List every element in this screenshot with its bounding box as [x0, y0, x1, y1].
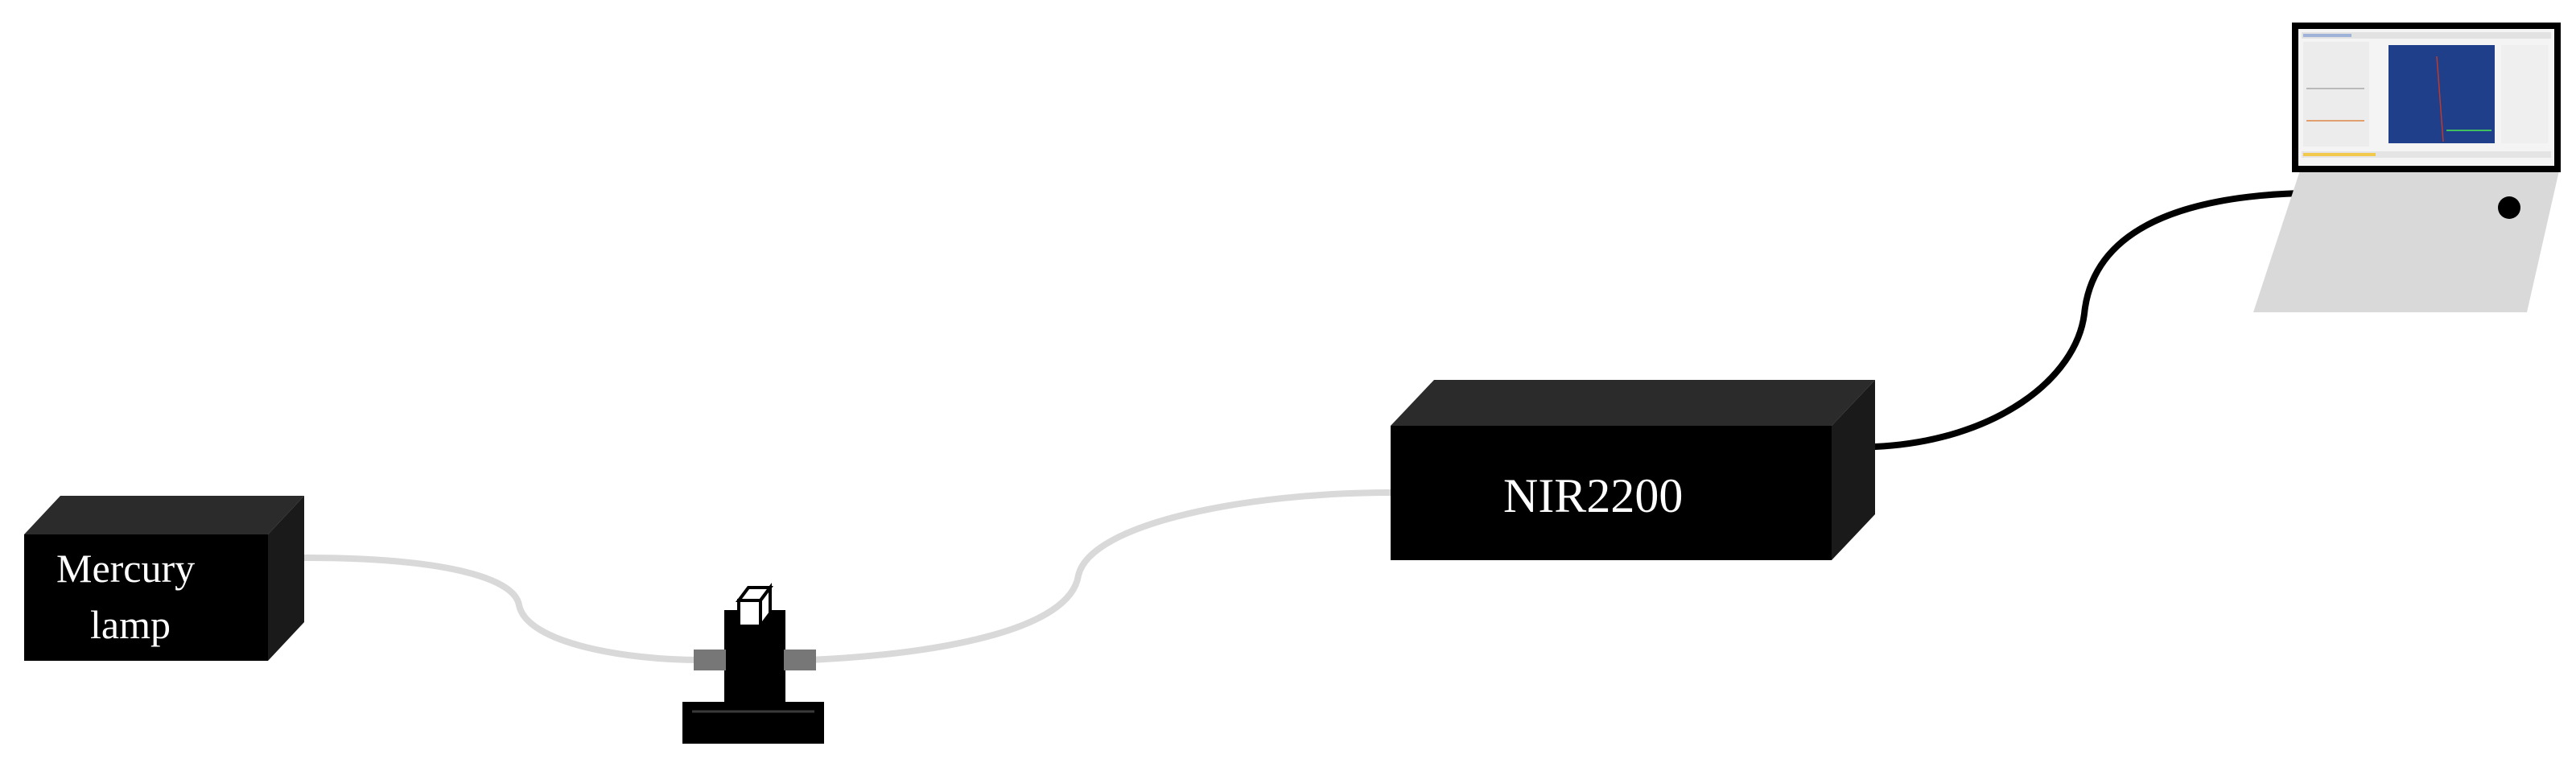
spectrometer-label: NIR2200 — [1503, 469, 1683, 522]
lamp-box-front — [24, 534, 268, 661]
screen-spectrum-plot — [2388, 45, 2495, 143]
optical-fiber-holder-to-spectrometer — [806, 489, 1394, 663]
screen-statusbar — [2302, 151, 2551, 158]
screen-toolbar — [2302, 32, 2551, 39]
laptop — [2253, 23, 2561, 312]
screen-toolbar-accent — [2303, 34, 2351, 37]
lamp-box-top — [24, 496, 304, 534]
lamp-label-line1: Mercury — [56, 546, 195, 591]
spectrometer-box-front — [1391, 426, 1832, 560]
laptop-keyboard-base — [2253, 171, 2559, 312]
screen-sidebar — [2303, 42, 2369, 146]
spectrometer-box-side — [1832, 380, 1875, 560]
screen-plot-trace — [2436, 56, 2444, 142]
screen-statusbar-accent — [2303, 153, 2376, 156]
holder-port-left — [694, 650, 726, 670]
cuvette — [736, 583, 773, 631]
lamp-label-line2: lamp — [90, 602, 171, 647]
spectrometer-box-top — [1391, 380, 1875, 426]
cuvette-holder — [682, 583, 824, 744]
spectrometer-nir2200: NIR2200 — [1391, 380, 1875, 560]
laptop-trackpoint — [2498, 196, 2520, 219]
usb-cable — [1872, 190, 2303, 450]
optical-fiber-lamp-to-holder — [301, 555, 703, 663]
screen-right-panel — [2501, 45, 2548, 143]
lamp-box-side — [268, 496, 304, 661]
holder-port-right — [784, 650, 816, 670]
holder-base — [682, 702, 824, 744]
mercury-lamp: Mercury lamp — [24, 496, 304, 661]
